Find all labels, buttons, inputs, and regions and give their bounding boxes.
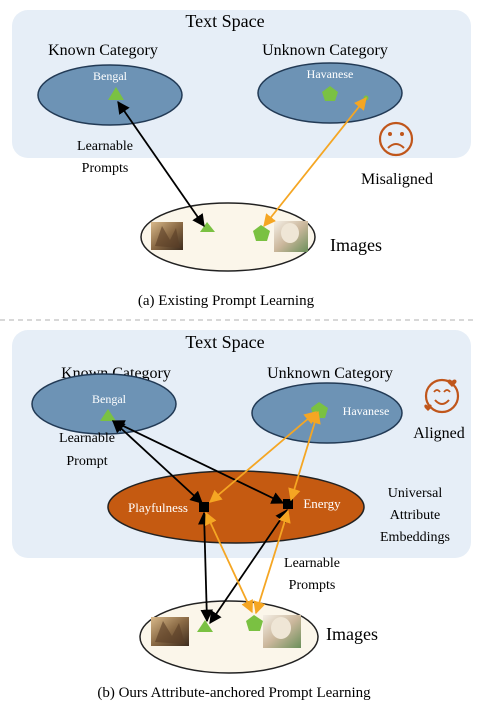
bengal-label-top: Bengal <box>93 69 128 83</box>
images-label-top: Images <box>330 235 382 255</box>
arrow-unknown-image-top <box>263 97 367 227</box>
top-panel: Text Space Known Category Unknown Catego… <box>12 10 471 309</box>
learnable-prompt-label-2: Prompt <box>66 454 107 469</box>
learnable-prompts-label-bottom-1: Learnable <box>284 556 340 571</box>
text-space-title-bottom: Text Space <box>185 332 264 352</box>
havanese-label-bottom: Havanese <box>343 404 390 418</box>
caption-bottom: (b) Ours Attribute-anchored Prompt Learn… <box>97 685 371 701</box>
pentagon-image-top <box>253 225 270 241</box>
arrow-energy-dog <box>253 509 291 615</box>
bengal-label-bottom: Bengal <box>92 392 127 406</box>
images-label-bottom: Images <box>326 624 378 644</box>
playfulness-label: Playfulness <box>128 500 188 515</box>
arrow-playfulness-dog <box>205 511 253 614</box>
smiling-face-icon <box>424 378 460 414</box>
learnable-prompt-label-1: Learnable <box>59 431 115 446</box>
arrow-known-image-top <box>117 100 205 228</box>
learnable-prompts-label-top-2: Prompts <box>82 161 129 176</box>
universal-label-3: Embeddings <box>380 530 450 545</box>
unknown-category-label-bottom: Unknown Category <box>267 365 393 382</box>
unknown-category-label-top: Unknown Category <box>262 42 388 59</box>
triangle-known-bottom <box>100 409 116 421</box>
playfulness-anchor <box>199 502 209 512</box>
triangle-image-bottom <box>197 620 213 632</box>
triangle-image-top <box>200 222 215 232</box>
energy-label: Energy <box>303 496 341 511</box>
universal-label-2: Attribute <box>390 508 441 523</box>
arrow-havanese-energy <box>288 410 321 502</box>
known-category-ellipse-bottom <box>31 373 177 435</box>
text-space-title-top: Text Space <box>185 11 264 31</box>
learnable-prompts-label-bottom-2: Prompts <box>289 578 336 593</box>
energy-anchor <box>283 499 293 509</box>
triangle-known-top <box>108 87 124 100</box>
misaligned-label: Misaligned <box>361 171 433 188</box>
learnable-prompts-label-top-1: Learnable <box>77 139 133 154</box>
known-category-label-top: Known Category <box>48 42 158 59</box>
sad-face-icon <box>378 121 414 157</box>
havanese-label-top: Havanese <box>307 67 354 81</box>
universal-label-1: Universal <box>388 486 443 501</box>
caption-top: (a) Existing Prompt Learning <box>138 293 315 309</box>
aligned-label: Aligned <box>413 425 465 442</box>
bottom-panel: Text Space Known Category Unknown Catego… <box>12 330 471 701</box>
